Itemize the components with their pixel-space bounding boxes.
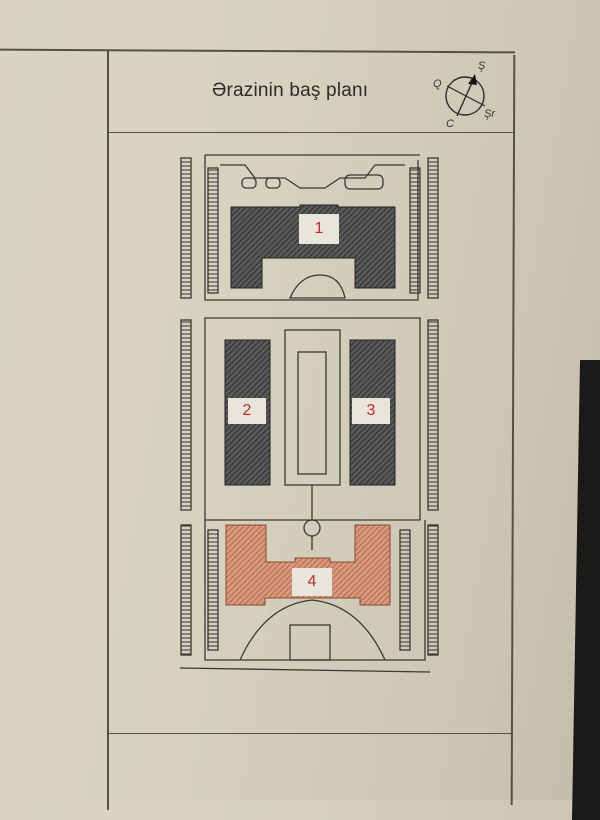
compass-north-label: Ş [478, 60, 486, 72]
building-4-label: 4 [292, 568, 332, 596]
bottom-divider-line [108, 733, 512, 735]
document-title: Ərazinin baş planı [212, 80, 369, 101]
frame-left-column-line [107, 50, 109, 810]
compass-south-label: C [446, 118, 454, 130]
site-plan-drawing [179, 154, 439, 673]
building-2-label: 2 [228, 398, 266, 424]
building-3-label: 3 [352, 398, 390, 424]
title-divider-line [108, 132, 513, 134]
north-arrow-compass-icon [445, 74, 486, 117]
compass-east-label: Şr [484, 108, 495, 120]
building-1-label: 1 [299, 214, 339, 244]
compass-west-label: Q [433, 78, 442, 90]
